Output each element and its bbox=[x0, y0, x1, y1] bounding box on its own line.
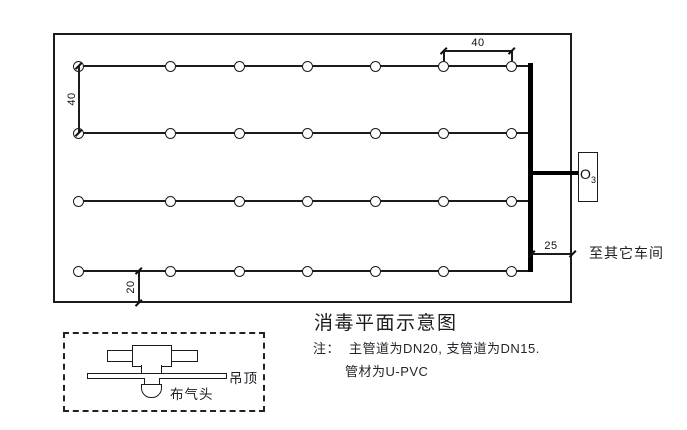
ozone-branch-pipe bbox=[533, 171, 578, 175]
air-head-circle bbox=[164, 60, 176, 72]
air-head-circle bbox=[72, 265, 84, 277]
air-head-circle bbox=[505, 127, 517, 139]
ozone-label: O3 bbox=[580, 166, 596, 185]
air-head-circle bbox=[505, 195, 517, 207]
tee-body bbox=[132, 345, 172, 367]
air-head-circle bbox=[301, 265, 313, 277]
note-line-1-text: 主管道为DN20, 支管道为DN15. bbox=[349, 341, 540, 356]
air-head-circle bbox=[437, 265, 449, 277]
destination-label: 至其它车间 bbox=[589, 245, 664, 261]
ceiling-label: 吊顶 bbox=[229, 371, 258, 386]
air-head-dome bbox=[141, 384, 162, 398]
air-head-circle bbox=[505, 265, 517, 277]
air-head-flange bbox=[144, 378, 160, 385]
air-head-circle bbox=[164, 195, 176, 207]
dim-main-to-wall-line bbox=[531, 253, 572, 255]
air-head-circle bbox=[233, 265, 245, 277]
dim-main-to-wall-label: 25 bbox=[544, 240, 558, 252]
tee-left-pipe bbox=[107, 350, 133, 362]
note-line-1: 注： 主管道为DN20, 支管道为DN15. bbox=[313, 338, 540, 357]
dim-row-to-wall-line bbox=[138, 271, 140, 303]
air-head-circle bbox=[301, 127, 313, 139]
plan-title: 消毒平面示意图 bbox=[314, 313, 458, 334]
air-head-circle bbox=[369, 265, 381, 277]
air-head-circle bbox=[164, 265, 176, 277]
note-prefix: 注： bbox=[313, 341, 341, 356]
dim-row-spacing-label: 40 bbox=[66, 92, 78, 106]
dim-head-spacing-ext-left bbox=[443, 51, 445, 61]
air-head-circle bbox=[164, 127, 176, 139]
dim-row-to-wall-label: 20 bbox=[125, 280, 137, 294]
ozone-generator-box: O3 bbox=[578, 152, 598, 202]
dim-head-spacing-ext-right bbox=[511, 51, 513, 61]
air-head-circle bbox=[369, 60, 381, 72]
main-pipe bbox=[528, 63, 533, 272]
air-head-circle bbox=[72, 195, 84, 207]
air-head-circle bbox=[233, 195, 245, 207]
air-head-label: 布气头 bbox=[170, 387, 214, 402]
room-outline bbox=[53, 33, 572, 303]
air-head-circle bbox=[437, 60, 449, 72]
dim-head-spacing-line bbox=[443, 50, 512, 52]
air-head-circle bbox=[233, 60, 245, 72]
air-head-circle bbox=[301, 60, 313, 72]
air-head-circle bbox=[301, 195, 313, 207]
air-head-circle bbox=[437, 195, 449, 207]
tee-neck bbox=[141, 365, 162, 374]
air-head-circle bbox=[369, 127, 381, 139]
air-head-circle bbox=[233, 127, 245, 139]
air-head-circle bbox=[369, 195, 381, 207]
tee-right-pipe bbox=[171, 350, 198, 362]
air-head-circle bbox=[437, 127, 449, 139]
dim-row-spacing-line bbox=[78, 66, 80, 133]
note-line-2: 管材为U-PVC bbox=[345, 364, 429, 379]
dim-head-spacing-label: 40 bbox=[471, 37, 485, 49]
air-head-circle bbox=[505, 60, 517, 72]
